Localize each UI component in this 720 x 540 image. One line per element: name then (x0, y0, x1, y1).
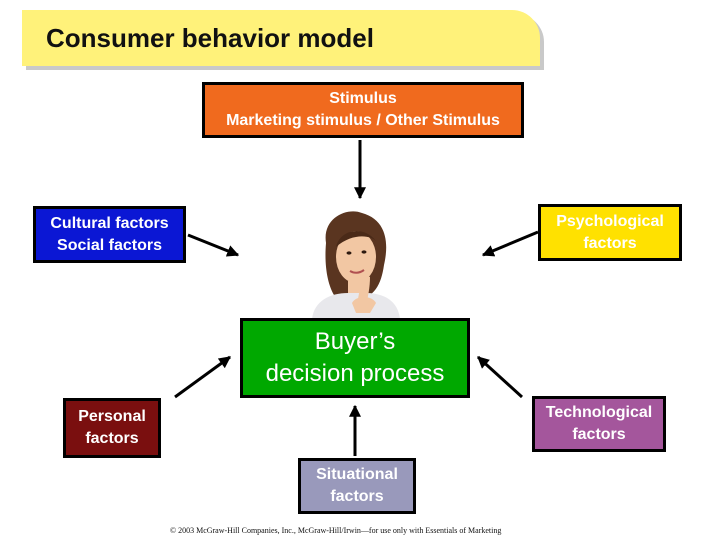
psychological-label-line2: factors (583, 234, 637, 252)
social-factors-label: Social factors (57, 236, 162, 254)
arrow-tech-to-buyer (476, 355, 524, 399)
buyer-label-line2: decision process (265, 360, 445, 387)
technological-factors-box: Technological factors (532, 396, 666, 452)
technological-label-line1: Technological (545, 404, 653, 421)
situational-factors-box: Situational factors (298, 458, 416, 514)
personal-label-line2: factors (85, 430, 139, 447)
technological-label-line2: factors (572, 426, 626, 443)
buyer-label-line1: Buyer’s (314, 328, 396, 355)
cultural-factors-label: Cultural factors (50, 214, 169, 232)
situational-label-line2: factors (330, 488, 384, 505)
arrow-personal-to-buyer (174, 355, 231, 399)
stimulus-label: Stimulus (329, 90, 397, 107)
arrow-psych-to-buyer (481, 230, 539, 257)
arrow-cultural-to-buyer (187, 233, 240, 257)
page-title: Consumer behavior model (46, 22, 374, 53)
situational-label-line1: Situational (316, 466, 398, 483)
thinking-woman-icon (312, 211, 400, 319)
psychological-factors-box: Psychological factors (538, 204, 682, 261)
buyer-decision-process-box: Buyer’s decision process (240, 318, 470, 398)
personal-label-line1: Personal (78, 408, 146, 425)
stimulus-sublabel: Marketing stimulus / Other Stimulus (226, 112, 500, 129)
personal-factors-box: Personal factors (63, 398, 161, 458)
stimulus-box: Stimulus Marketing stimulus / Other Stim… (202, 82, 524, 138)
cultural-social-factors-box: Cultural factors Social factors (33, 206, 186, 263)
title-banner: Consumer behavior model (22, 10, 540, 66)
copyright-footer: © 2003 McGraw-Hill Companies, Inc., McGr… (170, 526, 502, 535)
psychological-label-line1: Psychological (556, 212, 664, 230)
